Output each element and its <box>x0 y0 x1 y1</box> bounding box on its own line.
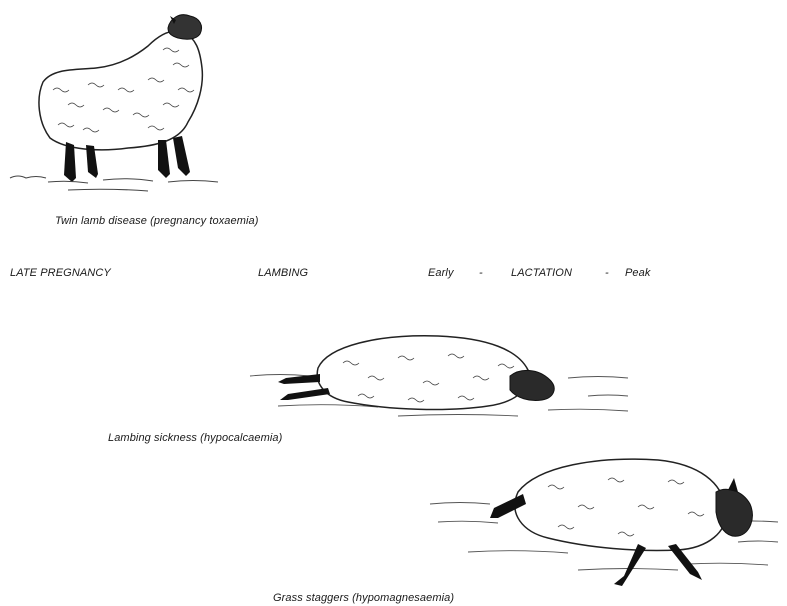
timeline-dash-1: - <box>479 267 483 279</box>
timeline-late-pregnancy: LATE PREGNANCY <box>10 267 111 279</box>
standing-sheep-illustration <box>8 10 223 195</box>
caption-twin-lamb-disease: Twin lamb disease (pregnancy toxaemia) <box>55 215 259 227</box>
caption-grass-staggers: Grass staggers (hypomagnesaemia) <box>273 592 454 604</box>
caption-lambing-sickness: Lambing sickness (hypocalcaemia) <box>108 432 282 444</box>
timeline-lambing: LAMBING <box>258 267 308 279</box>
collapsed-sheep-illustration <box>428 452 783 590</box>
timeline-dash-2: - <box>605 267 609 279</box>
timeline-peak: Peak <box>625 267 650 279</box>
timeline-lactation: LACTATION <box>511 267 572 279</box>
timeline-early: Early <box>428 267 454 279</box>
lying-sheep-illustration <box>248 328 633 423</box>
